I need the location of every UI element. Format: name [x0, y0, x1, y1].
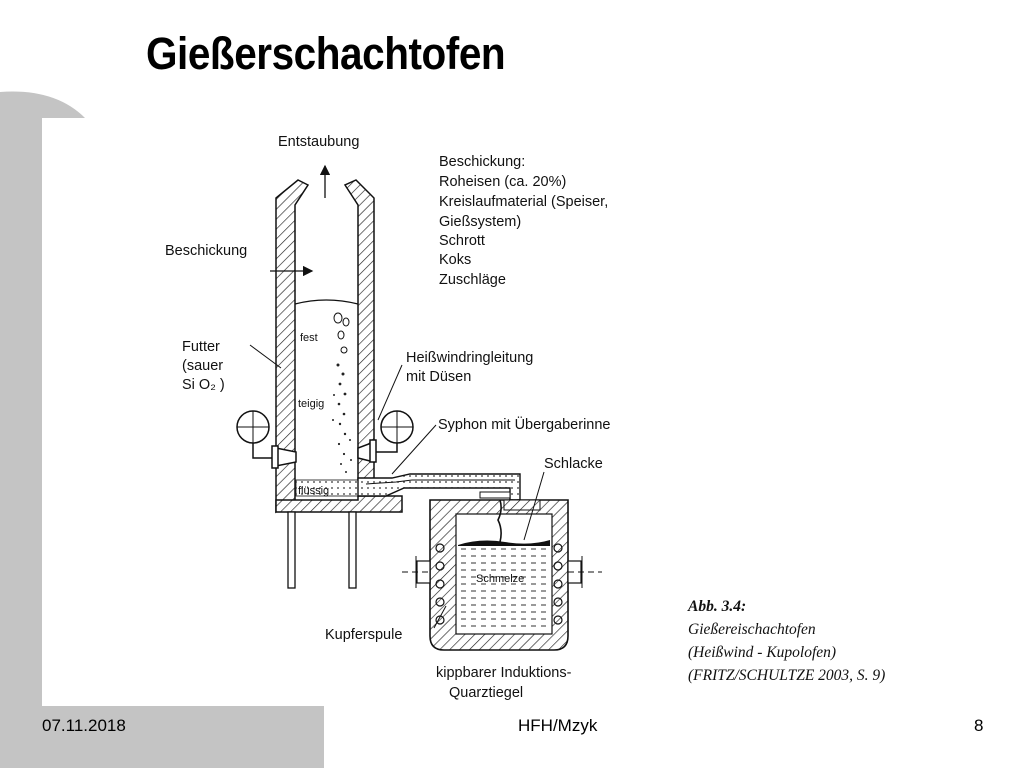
- footer-page-number: 8: [974, 716, 984, 735]
- label-futter: Futter (sauer Si O₂ ): [182, 339, 225, 393]
- label-entstaubung: Entstaubung: [278, 134, 359, 150]
- futter-line: Futter: [182, 339, 220, 355]
- beschickung-line: Zuschläge: [439, 272, 506, 288]
- beschickung-line: Beschickung:: [439, 154, 525, 170]
- hot-blast-ring: [236, 410, 414, 469]
- label-syphon: Syphon mit Übergaberinne: [438, 415, 611, 433]
- syphon-trough: [357, 473, 521, 501]
- label-schmelze: Schmelze: [476, 573, 524, 585]
- caption-line-3: (Heißwind - Kupolofen): [688, 644, 836, 661]
- label-heisswind: Heißwindringleitung mit Düsen: [406, 350, 533, 385]
- caption-line-1: Abb. 3.4:: [687, 598, 746, 615]
- figure-caption: Abb. 3.4: Gießereischachtofen (Heißwind …: [687, 598, 885, 684]
- caption-line-4: (FRITZ/SCHULTZE 2003, S. 9): [688, 667, 885, 684]
- label-beschickung-side: Beschickung: [165, 243, 247, 259]
- label-fest: fest: [300, 332, 318, 344]
- footer-date: 07.11.2018: [42, 716, 126, 735]
- heisswind-line: Heißwindringleitung: [406, 350, 533, 366]
- beschickung-line: Gießsystem): [439, 214, 521, 230]
- label-schlacke: Schlacke: [544, 456, 603, 472]
- beschickung-line: Schrott: [439, 233, 485, 249]
- leader-lines: [249, 344, 545, 629]
- induction-crucible: [402, 499, 602, 651]
- beschickung-line: Koks: [439, 252, 471, 268]
- futter-line: (sauer: [182, 358, 223, 374]
- caption-line-2: Gießereischachtofen: [688, 621, 816, 638]
- tiegel-line: kippbarer Induktions-: [436, 665, 572, 681]
- footer-author: HFH/Mzyk: [518, 716, 598, 735]
- futter-line: Si O₂ ): [182, 377, 225, 393]
- label-kupferspule: Kupferspule: [325, 627, 402, 643]
- label-beschickung-list: Beschickung: Roheisen (ca. 20%) Kreislau…: [439, 154, 608, 288]
- tiegel-line: Quarztiegel: [449, 685, 523, 701]
- beschickung-line: Kreislaufmaterial (Speiser,: [439, 194, 608, 210]
- label-tiegel: kippbarer Induktions- Quarztiegel: [436, 665, 572, 701]
- label-fluessig: flüssig: [298, 485, 329, 497]
- beschickung-line: Roheisen (ca. 20%): [439, 174, 566, 190]
- heisswind-line: mit Düsen: [406, 369, 471, 385]
- label-teigig: teigig: [298, 398, 324, 410]
- cupola-shaft: [270, 164, 403, 589]
- page-title: Gießerschachtofen: [146, 28, 506, 79]
